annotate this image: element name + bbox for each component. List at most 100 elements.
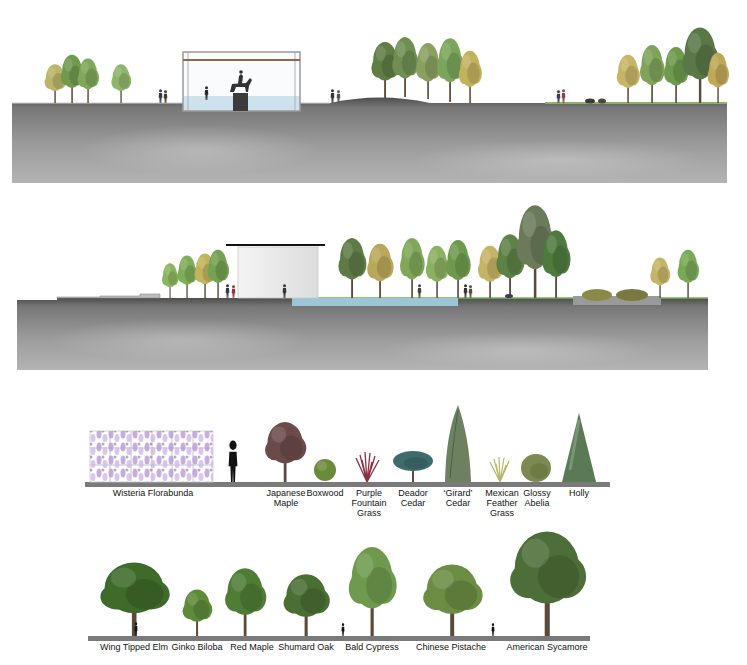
people-silhouette (562, 89, 566, 103)
plant-palette (225, 568, 266, 636)
plant-palette (349, 547, 397, 636)
plant-label: Holly (564, 489, 594, 499)
people-silhouette (469, 285, 473, 298)
plant-palette (562, 413, 596, 482)
plant-palette (510, 532, 586, 636)
plant-palette (265, 422, 306, 482)
plant-palette (521, 454, 551, 482)
plant-palette (135, 622, 138, 636)
tree-row (459, 51, 482, 103)
plant-palette (88, 532, 590, 641)
plant-palette (342, 623, 345, 636)
people-silhouette (418, 284, 422, 298)
ground-section (57, 294, 160, 298)
ground-section (12, 98, 727, 184)
ground-section (292, 298, 458, 306)
plant-palette (404, 457, 428, 469)
tree-row (437, 38, 463, 102)
plant-palette (314, 459, 336, 481)
people-silhouette (331, 89, 335, 103)
tree-row (416, 43, 441, 99)
tree-row (616, 289, 648, 301)
people-silhouette (226, 284, 230, 298)
people-silhouette (164, 90, 168, 103)
people-silhouette (505, 294, 513, 298)
plant-label: Wing Tipped Elm (94, 643, 174, 653)
tree-row (208, 250, 229, 298)
glass-pavilion (183, 59, 300, 61)
people-silhouette (159, 89, 163, 103)
tree-row (426, 246, 449, 298)
tree-row (400, 238, 425, 298)
glass-pavilion (233, 93, 248, 111)
tree-row (45, 28, 729, 103)
plant-palette (90, 431, 213, 482)
plant-palette (492, 623, 495, 636)
plant-palette (530, 463, 548, 479)
people-silhouette (557, 90, 561, 103)
plant-palette (450, 410, 458, 478)
plant-label: Deador Cedar (394, 489, 432, 509)
plant-label: Wisteria Florabunda (98, 489, 208, 499)
tree-row (708, 53, 729, 103)
tree-row (678, 250, 699, 298)
tree-row (367, 244, 393, 298)
tree-row (162, 263, 179, 298)
cube-pavilion (238, 247, 318, 298)
tree-row (650, 257, 670, 298)
plant-palette (356, 452, 379, 482)
plant-label: Glossy Abelia (520, 489, 554, 509)
plant-label: Japanese Maple (264, 489, 308, 509)
tree-row (446, 240, 471, 298)
tree-row (582, 289, 612, 301)
plant-label: ‘Girard’ Cedar (438, 489, 478, 509)
plant-label: Shumard Oak (278, 643, 334, 653)
people-silhouette (585, 99, 595, 104)
plant-palette (88, 636, 590, 641)
tree-row (177, 255, 197, 298)
plant-label: American Sycamore (505, 643, 589, 653)
plant-label: Purple Fountain Grass (349, 489, 389, 519)
people-silhouette (159, 86, 606, 103)
plant-palette (229, 441, 238, 482)
people-silhouette (598, 99, 606, 104)
plant-palette (85, 482, 610, 487)
plant-label: Bald Cypress (344, 643, 400, 653)
cube-pavilion (226, 245, 325, 298)
plant-palette (423, 564, 482, 636)
people-silhouette (283, 284, 287, 298)
ground-section (17, 298, 708, 370)
ground-section (12, 98, 727, 184)
tree-row (617, 55, 640, 103)
tree-row (542, 230, 570, 298)
plant-palette (90, 431, 213, 482)
tree-row (78, 59, 99, 103)
ground-section (50, 318, 310, 362)
cube-pavilion (226, 244, 325, 246)
plant-palette (284, 574, 330, 636)
glass-pavilion (238, 74, 243, 84)
plant-label: Chinese Pistache (415, 643, 487, 653)
plant-palette (393, 451, 433, 471)
glass-pavilion (183, 52, 300, 111)
ground-section (80, 125, 320, 175)
people-silhouette (232, 285, 236, 298)
plant-palette (445, 405, 471, 482)
plant-palette (100, 563, 169, 636)
people-silhouette (464, 284, 468, 298)
ground-section (410, 140, 710, 180)
tree-row (392, 37, 418, 97)
people-silhouette (226, 284, 513, 298)
plant-palette (90, 431, 213, 482)
plant-palette (85, 405, 610, 487)
plant-palette (317, 461, 327, 471)
tree-row (338, 238, 366, 298)
people-silhouette (337, 90, 341, 103)
plant-label: Red Maple (227, 643, 277, 653)
plant-label: Boxwood (305, 489, 345, 499)
tree-row (162, 205, 699, 301)
plant-label: Ginko Biloba (169, 643, 225, 653)
plant-palette (490, 457, 509, 482)
